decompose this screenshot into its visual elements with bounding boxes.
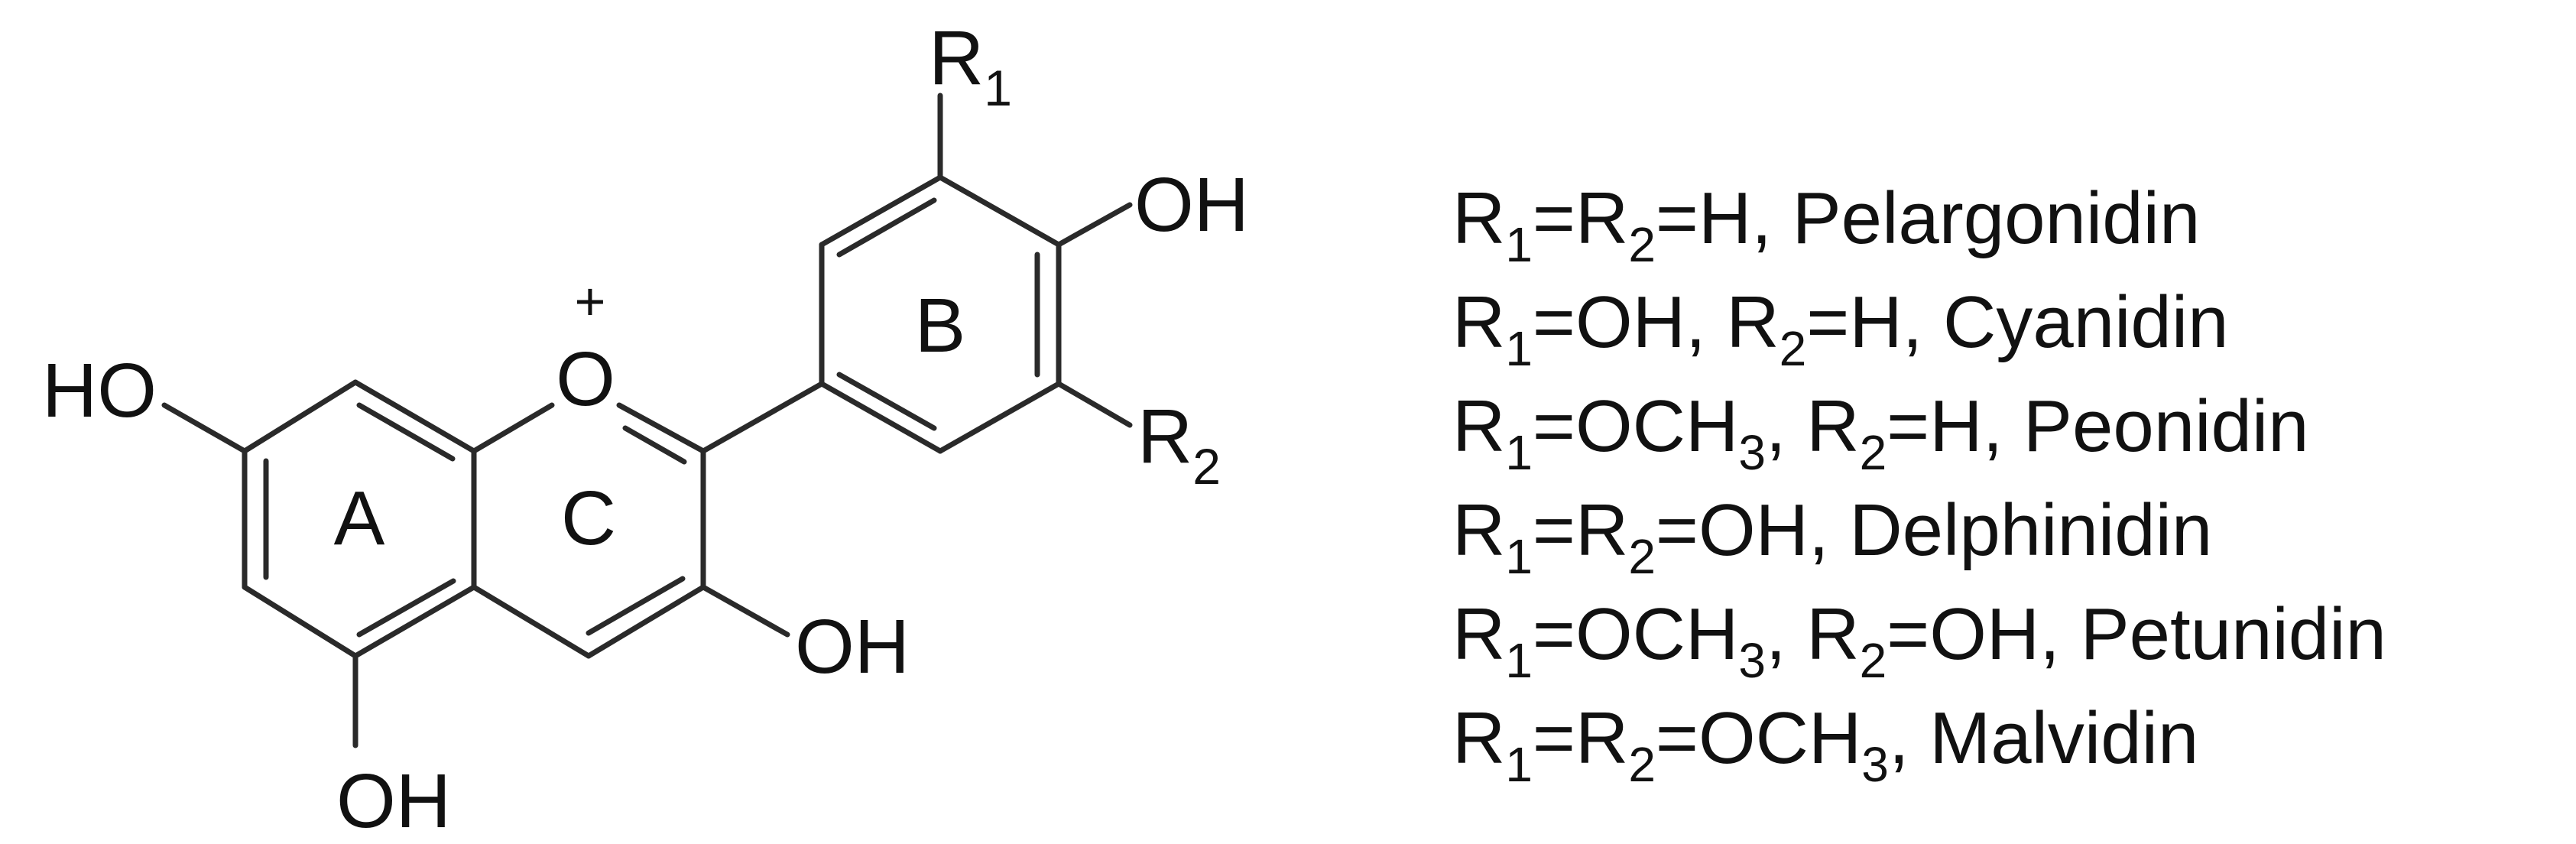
legend-text: =OCH <box>1533 385 1738 467</box>
r1-subscript: 1 <box>984 60 1012 116</box>
hydroxyl-3-label: OH <box>795 604 910 690</box>
legend-text: =H, Peonidin <box>1887 385 2308 467</box>
legend-line: R1=OH, R2=H, Cyanidin <box>1452 281 2229 376</box>
ring-c-bonds <box>471 402 706 659</box>
legend-subscript: 1 <box>1505 633 1533 688</box>
legend-subscript: 1 <box>1505 737 1533 792</box>
r1-label: R1 <box>929 15 1012 116</box>
legend-subscript: 2 <box>1860 425 1887 480</box>
legend-text: R <box>1452 697 1505 779</box>
legend-text: , R <box>1766 593 1860 675</box>
ring-c-label: C <box>561 476 616 561</box>
legend-line: R1=R2=H, Pelargonidin <box>1452 177 2200 272</box>
legend-line: R1=R2=OCH3, Malvidin <box>1452 697 2198 792</box>
legend-text: R <box>1452 385 1505 467</box>
anthocyanidin-structure: A C B O + HO OH OH OH R1 R2 <box>42 15 1249 844</box>
legend-subscript: 1 <box>1505 321 1533 376</box>
c4p-oh-bond <box>1056 202 1133 248</box>
legend-line: R1=OCH3, R2=H, Peonidin <box>1452 385 2309 480</box>
c7-oh-bond <box>161 402 248 454</box>
hydroxyl-5-label: OH <box>336 758 451 844</box>
legend-subscript: 2 <box>1628 217 1656 272</box>
legend-subscript: 3 <box>1738 425 1766 480</box>
r2-label: R2 <box>1137 394 1221 495</box>
ring-b-label: B <box>915 283 966 368</box>
hydroxyl-7-label: HO <box>42 348 157 433</box>
positive-charge: + <box>575 271 606 331</box>
legend-subscript: 1 <box>1505 425 1533 480</box>
legend-text: =R <box>1533 697 1628 779</box>
legend-text: =OCH <box>1533 593 1738 675</box>
legend-text: =R <box>1533 177 1628 259</box>
legend-subscript: 1 <box>1505 217 1533 272</box>
ring-b-bonds <box>819 174 1062 454</box>
r1-letter: R <box>929 15 984 101</box>
c3-oh-bond <box>700 584 790 638</box>
r2-subscript: 2 <box>1192 438 1221 495</box>
legend-text: =OH, Delphinidin <box>1656 489 2212 571</box>
legend-subscript: 1 <box>1505 529 1533 584</box>
c5p-r2-bond <box>1056 381 1133 428</box>
legend-text: R <box>1452 593 1505 675</box>
r2-letter: R <box>1137 394 1192 479</box>
legend-subscript: 2 <box>1860 633 1887 688</box>
legend-subscript: 2 <box>1780 321 1807 376</box>
legend-text: =H, Cyanidin <box>1806 281 2228 363</box>
legend-line: R1=R2=OH, Delphinidin <box>1452 489 2212 584</box>
legend-line: R1=OCH3, R2=OH, Petunidin <box>1452 593 2386 688</box>
c2-c1p-bond <box>700 381 825 454</box>
ring-a-bonds <box>242 379 477 659</box>
legend-text: =OH, R <box>1533 281 1780 363</box>
legend-text: R <box>1452 177 1505 259</box>
ring-oxygen-label: O <box>556 336 615 422</box>
legend-text: , Malvidin <box>1889 697 2198 779</box>
legend-subscript: 2 <box>1628 529 1656 584</box>
legend-text: R <box>1452 281 1505 363</box>
legend-text: =R <box>1533 489 1628 571</box>
legend-subscript: 3 <box>1861 737 1889 792</box>
hydroxyl-4p-label: OH <box>1134 162 1249 248</box>
legend-text: =H, Pelargonidin <box>1656 177 2200 259</box>
legend-text: =OCH <box>1656 697 1861 779</box>
legend-text: , R <box>1766 385 1860 467</box>
ring-a-label: A <box>334 476 385 561</box>
legend-subscript: 2 <box>1628 737 1656 792</box>
legend-subscript: 3 <box>1738 633 1766 688</box>
legend-text: R <box>1452 489 1505 571</box>
legend-text: =OH, Petunidin <box>1887 593 2386 675</box>
